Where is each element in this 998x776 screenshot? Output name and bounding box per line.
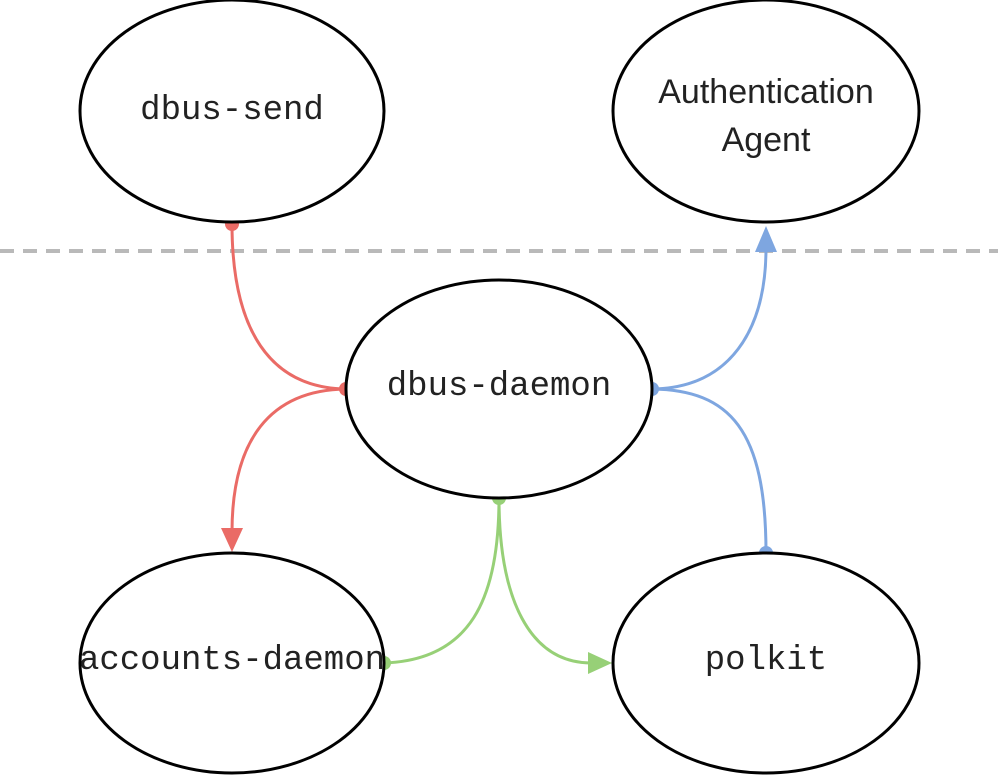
node-accounts-daemon-label: accounts-daemon bbox=[79, 642, 385, 680]
green-message-flow bbox=[377, 491, 612, 674]
node-authentication-agent-label-line2: Agent bbox=[722, 121, 811, 159]
node-authentication-agent: Authentication Agent bbox=[611, 0, 921, 224]
node-dbus-send-label: dbus-send bbox=[140, 92, 324, 130]
node-dbus-daemon-label: dbus-daemon bbox=[387, 368, 611, 406]
node-dbus-send: dbus-send bbox=[78, 0, 386, 224]
edge-dbus-send-to-dbus-daemon bbox=[230, 223, 347, 391]
node-dbus-daemon: dbus-daemon bbox=[344, 278, 654, 500]
arrowhead-into-auth-agent bbox=[755, 226, 777, 252]
node-accounts-daemon-shape bbox=[78, 551, 386, 775]
node-dbus-send-shape bbox=[78, 0, 386, 224]
edge-accounts-daemon-to-dbus-daemon bbox=[383, 497, 501, 665]
edge-dbus-daemon-to-polkit bbox=[497, 497, 591, 665]
red-message-flow bbox=[221, 217, 353, 552]
arrowhead-into-polkit bbox=[588, 652, 612, 674]
node-polkit-shape bbox=[611, 551, 921, 775]
edge-polkit-to-dbus-daemon bbox=[651, 387, 768, 554]
arrowhead-into-accounts-daemon bbox=[221, 528, 243, 552]
edge-dbus-daemon-to-auth-agent bbox=[651, 247, 768, 391]
edge-dbus-daemon-to-accounts-daemon bbox=[230, 387, 347, 533]
node-polkit: polkit bbox=[611, 551, 921, 775]
node-authentication-agent-shape bbox=[611, 0, 921, 224]
node-accounts-daemon: accounts-daemon bbox=[78, 551, 386, 775]
blue-message-flow bbox=[645, 226, 777, 560]
node-dbus-daemon-shape bbox=[344, 278, 654, 500]
node-polkit-label: polkit bbox=[705, 642, 827, 680]
node-authentication-agent-label-line1: Authentication bbox=[658, 73, 874, 111]
